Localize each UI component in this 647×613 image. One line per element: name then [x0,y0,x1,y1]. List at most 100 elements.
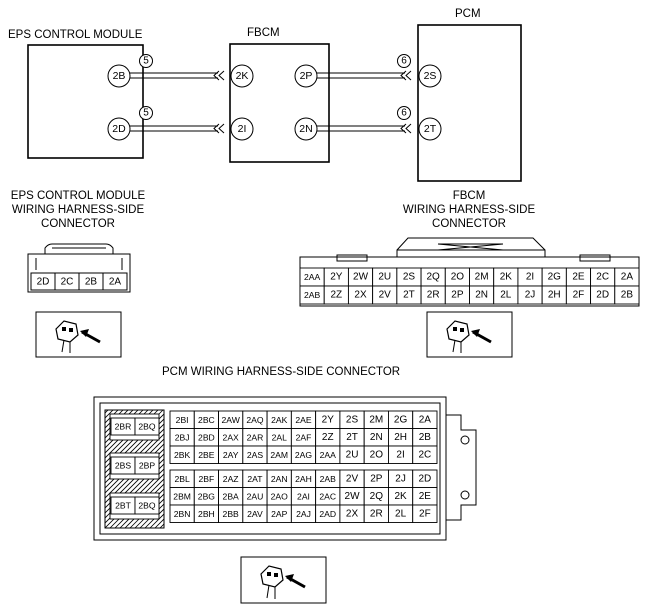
pcm-connector-pin: 2AU [247,491,264,501]
pcm-connector-title: PCM WIRING HARNESS-SIDE CONNECTOR [162,366,400,378]
pcm-connector-pin: 2AL [272,432,288,442]
pcm-connector-pin: 2BC [198,415,215,425]
pcm-connector-pin: 2BH [198,509,215,519]
pcm-connector-pin: 2BT [115,501,132,511]
pcm-connector-pin: 2BQ [138,422,156,432]
fbcm-connector-pin: 2L [500,290,512,301]
fbcm-connector-pin-box [614,285,640,305]
pcm-connector-pin: 2G [394,414,408,425]
fbcm-connector-pin: 2J [525,290,536,301]
wire-number-marker [397,106,411,120]
pcm-connector-pin: 2BM [173,491,191,501]
wire-number-marker [139,54,153,68]
pcm-connector-pin-box [412,504,438,523]
pcm-connector-pin: 2R [370,508,383,519]
pcm-connector-pin: 2E [419,491,432,502]
pcm-connector-pin: 2AE [295,415,312,425]
pcm-connector-pin: 2J [395,473,406,484]
pcm-title: PCM [455,8,481,20]
pcm-connector-pin: 2BK [174,450,191,460]
fbcm-title: FBCM [247,27,280,39]
pcm-connector-pin: 2AA [320,450,337,460]
pcm-connector-pin: 2Z [322,432,334,443]
pcm-connector-pin: 2AV [247,509,263,519]
pcm-connector-pin: 2AC [319,491,336,501]
pcm-connector-pin: 2AH [295,474,312,484]
pcm-pin-label: 2S [424,70,437,82]
eps-pin-2d [107,117,131,141]
fbcm-connector-pin: 2S [403,272,416,283]
eps-pin-label: 2B [113,70,126,82]
fbcm-connector-pin: 2Q [427,272,441,283]
pcm-connector-pin: 2W [345,491,361,502]
fbcm-connector-pin: 2V [379,290,392,301]
pcm-connector-pin: 2BF [199,474,215,484]
wire-number: 6 [401,108,407,119]
pcm-connector-pin: 2P [370,473,383,484]
harness-side-view-icon [35,311,122,358]
fbcm-connector-pin: 2X [354,290,367,301]
pcm-connector-pin: 2K [394,491,407,502]
pcm-connector-pin: 2AK [271,415,288,425]
connector-chevrons [213,70,412,134]
pcm-connector-pin: 2BJ [175,432,190,442]
pcm-connector-pin-box [134,417,160,436]
eps-connector-pin: 2B [85,277,98,288]
fbcm-connector-pin: 2W [353,272,369,283]
pcm-connector-pin: 2AJ [296,509,311,519]
pcm-connector-pin: 2N [370,432,383,443]
fbcm-connector-pin: 2H [548,290,561,301]
fbcm-box [229,43,330,163]
pcm-connector-pin: 2V [346,473,359,484]
fbcm-pin-label: 2I [238,123,247,135]
pcm-connector-pin: 2B [419,432,432,443]
wire-number-marker [139,106,153,120]
pcm-connector-pin: 2BD [198,432,215,442]
pcm-connector-pin: 2BS [115,461,132,471]
fbcm-connector-pin: 2B [621,290,634,301]
fbcm-pin-label: 2K [236,70,249,82]
fbcm-connector-pin: 2D [596,290,609,301]
eps-pin-2b [107,64,131,88]
pcm-connector-pin: 2S [346,414,359,425]
fbcm-connector-pin: 2AB [304,290,321,300]
pcm-connector-pin: 2H [394,432,407,443]
eps-connector-title-line: WIRING HARNESS-SIDE [12,204,145,216]
fbcm-connector-pin: 2K [500,272,513,283]
pcm-connector-pin: 2BA [223,491,240,501]
fbcm-connector-pin: 2M [475,272,489,283]
eps-connector-pin: 2C [61,277,74,288]
fbcm-connector-pin: 2F [573,290,585,301]
pcm-connector-pin: 2AM [270,450,288,460]
eps-connector-housing [27,243,131,293]
pcm-connector-pin: 2AI [297,491,310,501]
fbcm-pin-2i [230,117,254,141]
pcm-connector-pin: 2AD [319,509,336,519]
pcm-connector-pin: 2BE [198,450,215,460]
fbcm-connector-pin: 2R [427,290,440,301]
fbcm-connector-pin: 2U [378,272,391,283]
pcm-connector-pin: 2Q [370,491,384,502]
pcm-connector-pin: 2AQ [246,415,264,425]
pcm-connector-pin-box [134,456,160,475]
pcm-connector-pin: 2A [419,414,432,425]
pcm-connector-pin: 2AP [271,509,288,519]
fbcm-pin-2p [294,64,318,88]
wires [130,72,405,132]
eps-connector-pins [30,272,128,291]
pcm-connector-pin: 2I [396,449,404,460]
fbcm-connector-pin: 2AA [304,272,321,282]
pcm-connector-pin: 2AF [296,432,312,442]
pcm-connector-pin: 2AB [320,474,337,484]
pcm-connector-pin: 2AO [271,491,289,501]
pcm-connector-pin: 2BQ [138,501,156,511]
pcm-connector-pin: 2L [395,508,407,519]
pcm-connector-pin: 2AS [247,450,264,460]
fbcm-connector-pin: 2G [548,272,562,283]
eps-connector-pin: 2A [109,277,122,288]
pcm-connector-pin: 2T [346,432,358,443]
pcm-connector-pin: 2BG [198,491,216,501]
